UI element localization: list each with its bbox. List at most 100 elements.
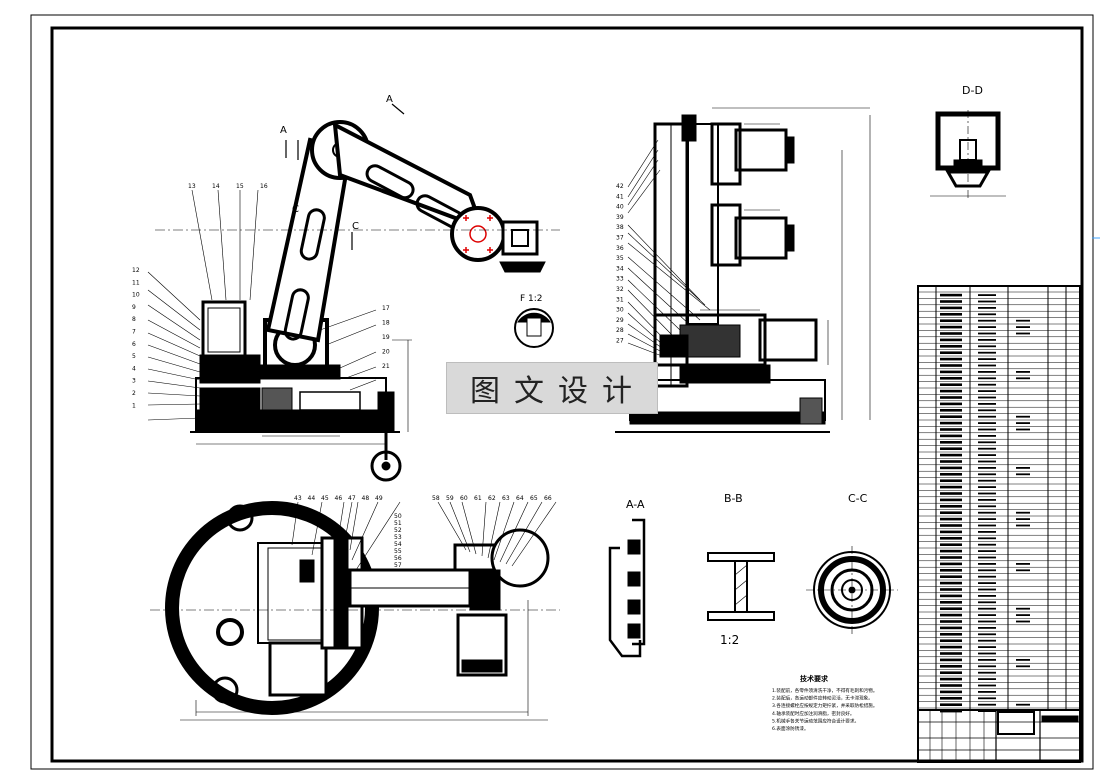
balloon-number: 31 [616,296,624,303]
balloon-number: 10 [132,292,140,299]
bom-cell-mark [978,511,996,514]
bom-cell-mark [940,357,962,361]
bom-cell-mark [978,300,996,303]
bom-cell-mark [940,709,962,713]
bom-cell-mark [978,678,996,680]
bom-cell-mark [1016,377,1030,380]
balloon-number: 33 [616,276,624,283]
bom-cell-mark [978,409,996,412]
bom-cell-mark [1016,326,1030,328]
front-leaders [147,189,377,421]
side-view [615,107,871,433]
bom-cell-mark [940,306,962,310]
bom-cell-mark [978,575,996,578]
watermark-banner: 图文设计 [446,362,658,414]
bom-cell-mark [978,396,996,399]
bom-cell-mark [1016,614,1030,616]
bom-cell-mark [978,435,996,437]
bom-cell-mark [940,511,962,514]
balloon-number: 60 [460,495,468,502]
balloon-number: 35 [616,255,624,262]
bom-cell-mark [978,537,996,540]
bom-cell-mark [940,434,962,438]
balloon-number: 3 [132,378,136,385]
bom-cell-mark [1016,563,1030,565]
bom-cell-mark [978,543,996,546]
notes-line: 5.机械手各关节运动范围应符合设计要求。 [772,717,859,724]
bom-cell-mark [978,691,996,693]
bom-cell-mark [940,345,962,348]
bom-cell-mark [940,549,962,553]
view-labels: D-D F 1:2 A-A B-B 1:2 C-C A A C C [280,84,983,647]
bom-cell-mark [978,332,996,335]
balloon-number: 27 [616,338,624,345]
bom-cell-mark [978,710,996,712]
bom-cell-mark [940,351,962,354]
bom-cell-mark [978,505,996,508]
balloon-number: 14 [212,183,220,190]
bom-cell-mark [1016,473,1030,476]
bom-cell-mark [940,524,962,527]
balloon-number: 43 [294,495,302,502]
bom-cell-mark [978,697,996,700]
bom-cell-mark [978,294,996,296]
bom-cell-mark [940,383,962,386]
bom-cell-mark [940,466,962,470]
balloon-number: 19 [382,334,390,341]
bom-cell-mark [978,415,996,418]
bom-cell-mark [940,588,962,591]
outer-frame [30,14,1094,770]
balloon-number: 45 [321,495,329,502]
balloon-number: 41 [616,193,624,200]
bom-cell-mark [940,505,962,508]
bom-cell-mark [1016,467,1030,469]
bom-cell-mark [940,415,962,418]
balloon-number: 11 [132,279,140,286]
bom-cell-mark [940,293,962,297]
bom-cell-mark [978,569,996,572]
balloon-number: 38 [616,224,624,231]
notes-line: 4.轴承装配时应加注润滑脂，密封良好。 [772,710,854,717]
balloon-number: 20 [382,349,390,356]
bom-cell-mark [940,409,962,412]
bom-cell-mark [1016,620,1030,623]
bom-cell-mark [1016,511,1030,514]
bom-cell-mark [978,563,996,565]
bom-cell-mark [940,364,962,367]
balloon-number: 46 [335,495,343,502]
bom-cell-mark [1016,422,1030,424]
section-mark-a1: A [280,125,287,136]
balloon-number: 57 [394,562,402,569]
bom-cell-mark [978,339,996,341]
watermark-text: 图文设计 [470,374,646,409]
bom-cell-mark [940,569,962,572]
bom-cell-mark [940,607,962,610]
bom-cell-mark [940,498,962,502]
bom-cell-mark [1016,428,1030,431]
balloon-number: 28 [616,327,624,334]
balloon-number: 15 [236,183,244,190]
bom-cell-mark [978,684,996,687]
bom-cell-mark [978,351,996,354]
bom-cell-mark [940,645,962,649]
balloon-number: 30 [616,307,624,314]
bom-cell-mark [1016,659,1030,661]
bom-cell-mark [940,313,962,316]
balloon-number: 58 [432,495,440,502]
bom-cell-mark [940,517,962,521]
balloon-number: 18 [382,320,390,327]
bom-cell-mark [940,396,962,399]
bom-cell-mark [940,479,962,482]
bom-cell-mark [940,671,962,674]
bom-cell-mark [978,652,996,655]
bom-cell-mark [940,447,962,450]
bom-cell-mark [940,684,962,687]
balloon-number: 53 [394,534,402,541]
balloon-number: 61 [474,495,482,502]
label-cc: C-C [848,492,868,505]
view-aa [608,518,646,658]
bom-cell-mark [978,422,996,424]
bom-cell-mark [978,595,996,597]
bom-cell-mark [978,383,996,386]
